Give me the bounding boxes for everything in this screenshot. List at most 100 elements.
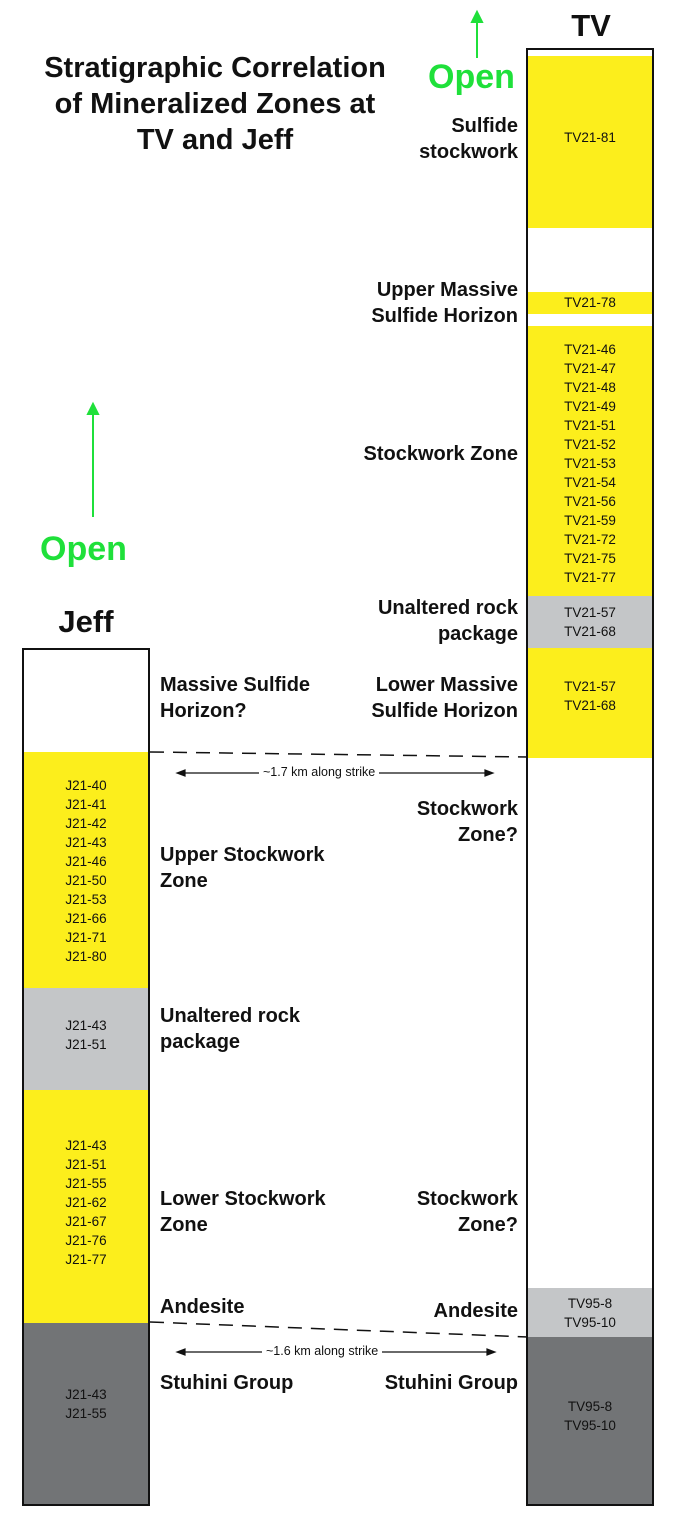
drillhole-id: TV21-53 xyxy=(564,456,616,471)
title-line: of Mineralized Zones at xyxy=(54,88,376,120)
label-line: Sulfide Horizon xyxy=(371,700,518,722)
drillhole-id: J21-55 xyxy=(65,1176,107,1191)
drillhole-id: TV21-59 xyxy=(564,513,616,528)
drillhole-id: J21-50 xyxy=(65,873,107,888)
drillhole-id: TV95-8 xyxy=(567,1296,613,1311)
drillhole-id: TV21-49 xyxy=(564,399,616,414)
jeff-label-massive: Massive Sulfide Horizon? xyxy=(160,672,310,724)
label-line: Sulfide xyxy=(451,115,518,137)
tv-segment: TV21-57 TV21-68 xyxy=(526,648,654,758)
tv-segment: TV95-8 TV95-10 xyxy=(526,1288,654,1337)
label-line: Stockwork Zone xyxy=(363,443,518,465)
drillhole-list: TV21-46 TV21-47 TV21-48 TV21-49 TV21-51 … xyxy=(528,340,652,587)
drillhole-id: J21-67 xyxy=(65,1214,107,1229)
drillhole-id: J21-43 xyxy=(65,1138,107,1153)
jeff-column-title: Jeff xyxy=(58,604,114,639)
drillhole-id: J21-71 xyxy=(65,930,107,945)
tv-segment xyxy=(526,758,654,1288)
drillhole-id: TV21-81 xyxy=(564,130,616,145)
label-line: Stockwork xyxy=(416,798,518,820)
correlation-line-lower xyxy=(149,1321,529,1338)
drillhole-id: J21-43 xyxy=(65,1387,107,1402)
drillhole-id: TV21-54 xyxy=(564,475,616,490)
tv-segment: TV21-57 TV21-68 xyxy=(526,596,654,648)
drillhole-id: J21-43 xyxy=(65,835,107,850)
drillhole-list: J21-43 J21-55 xyxy=(24,1385,148,1423)
tv-label-stockwork-q2: Stockwork Zone? xyxy=(417,1186,518,1238)
jeff-label-unaltered: Unaltered rock package xyxy=(160,1003,300,1055)
tv-label-stockwork-zone: Stockwork Zone xyxy=(364,441,518,467)
jeff-label-stuhini: Stuhini Group xyxy=(160,1370,293,1396)
label-line: Massive Sulfide xyxy=(160,674,311,696)
drillhole-id: TV21-51 xyxy=(564,418,616,433)
drillhole-list: J21-40 J21-41 J21-42 J21-43 J21-46 J21-5… xyxy=(24,776,148,966)
tv-label-stuhini: Stuhini Group xyxy=(385,1370,518,1396)
drillhole-id: TV21-56 xyxy=(564,494,616,509)
open-arrow-up-top xyxy=(470,9,484,58)
label-line: Sulfide Horizon xyxy=(371,305,518,327)
tv-segment xyxy=(526,228,654,292)
label-line: Stockwork xyxy=(416,1188,518,1210)
drillhole-id: TV21-78 xyxy=(564,295,616,310)
drillhole-id: J21-66 xyxy=(65,911,107,926)
drillhole-id: TV21-72 xyxy=(564,532,616,547)
drillhole-id: TV21-75 xyxy=(564,551,616,566)
label-line: Lower Stockwork xyxy=(160,1188,326,1210)
drillhole-id: J21-40 xyxy=(65,778,107,793)
drillhole-id: J21-46 xyxy=(65,854,107,869)
drillhole-id: J21-55 xyxy=(65,1406,107,1421)
label-line: Horizon? xyxy=(160,700,247,722)
drillhole-list: J21-43 J21-51 J21-55 J21-62 J21-67 J21-7… xyxy=(24,1136,148,1269)
label-line: package xyxy=(160,1031,241,1053)
drillhole-id: TV21-68 xyxy=(564,624,616,639)
drillhole-id: TV21-47 xyxy=(564,361,616,376)
drillhole-id: J21-80 xyxy=(65,949,107,964)
drillhole-id: TV21-68 xyxy=(564,698,616,713)
diagram-title: Stratigraphic Correlation of Mineralized… xyxy=(10,50,420,158)
correlation-line-upper xyxy=(149,751,529,758)
tv-label-stockwork-q1: Stockwork Zone? xyxy=(417,796,518,848)
drillhole-id: J21-42 xyxy=(65,816,107,831)
label-line: Zone xyxy=(160,1214,208,1236)
label-line: Stuhini Group xyxy=(160,1372,294,1394)
drillhole-list: TV21-81 xyxy=(528,128,652,147)
title-line: TV and Jeff xyxy=(136,124,294,156)
jeff-segment: J21-43 J21-55 xyxy=(22,1323,150,1506)
tv-label-lower-massive: Lower Massive Sulfide Horizon xyxy=(371,672,518,724)
label-line: Unaltered rock xyxy=(160,1005,301,1027)
drillhole-id: J21-53 xyxy=(65,892,107,907)
title-line: Stratigraphic Correlation xyxy=(44,52,386,84)
drillhole-id: J21-76 xyxy=(65,1233,107,1248)
tv-column-title: TV xyxy=(571,8,611,43)
label-line: Zone? xyxy=(458,1214,518,1236)
tv-label-upper-massive: Upper Massive Sulfide Horizon xyxy=(371,277,518,329)
label-line: Andesite xyxy=(433,1300,518,1322)
drillhole-id: TV21-52 xyxy=(564,437,616,452)
label-line: Unaltered rock xyxy=(377,597,518,619)
drillhole-id: J21-62 xyxy=(65,1195,107,1210)
drillhole-id: J21-41 xyxy=(65,797,107,812)
drillhole-id: TV21-48 xyxy=(564,380,616,395)
label-line: Upper Massive xyxy=(376,279,518,301)
drillhole-list: J21-43 J21-51 xyxy=(24,1016,148,1054)
drillhole-list: TV21-78 xyxy=(528,293,652,312)
drillhole-id: TV21-57 xyxy=(564,679,616,694)
drillhole-list: TV95-8 TV95-10 xyxy=(528,1294,652,1332)
drillhole-id: TV95-10 xyxy=(564,1315,616,1330)
jeff-segment: J21-40 J21-41 J21-42 J21-43 J21-46 J21-5… xyxy=(22,752,150,988)
drillhole-id: TV95-10 xyxy=(564,1418,616,1433)
drillhole-id: J21-77 xyxy=(65,1252,107,1267)
label-line: Lower Massive xyxy=(375,674,518,696)
jeff-segment: J21-43 J21-51 J21-55 J21-62 J21-67 J21-7… xyxy=(22,1090,150,1323)
label-line: Zone xyxy=(160,870,208,892)
drillhole-list: TV21-57 TV21-68 xyxy=(528,603,652,641)
jeff-label-lower-stockwork: Lower Stockwork Zone xyxy=(160,1186,326,1238)
tv-segment: TV95-8 TV95-10 xyxy=(526,1337,654,1506)
label-line: Stuhini Group xyxy=(384,1372,518,1394)
label-line: stockwork xyxy=(419,141,518,163)
open-label-top: Open xyxy=(428,58,515,96)
jeff-segment xyxy=(22,648,150,752)
label-line: Upper Stockwork xyxy=(160,844,325,866)
tv-segment xyxy=(526,314,654,326)
